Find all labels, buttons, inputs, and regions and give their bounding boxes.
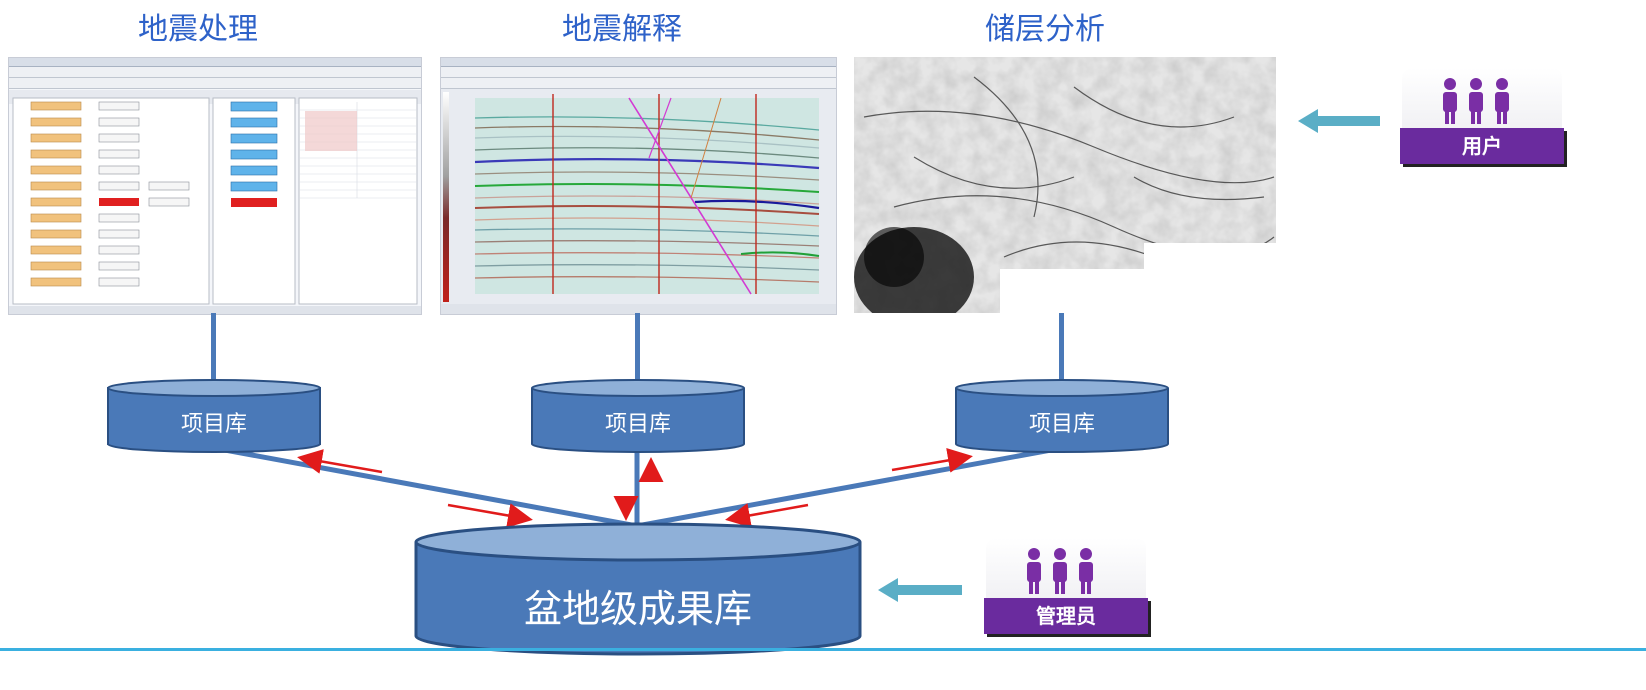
processing-screenshot (8, 57, 422, 315)
people-icon (1027, 548, 1093, 594)
connector-interpretation (635, 313, 640, 389)
connector-reservoir (1059, 313, 1064, 389)
basin-db-label: 盆地级成果库 (523, 587, 752, 631)
sync-arrows (297, 448, 973, 528)
project-db-processing: 项目库 (106, 378, 322, 454)
connector-processing (211, 313, 216, 389)
interpretation-screenshot (440, 57, 837, 315)
basin-results-db: 盆地级成果库 (412, 522, 864, 658)
project-db-label: 项目库 (604, 412, 671, 437)
project-db-interpretation: 项目库 (530, 378, 746, 454)
people-icon (1443, 78, 1509, 124)
admin-role-label: 管理员 (984, 598, 1148, 634)
user-people-icon (1440, 76, 1512, 128)
bottom-rule (0, 648, 1646, 651)
title-seismic-processing: 地震处理 (138, 12, 258, 47)
title-reservoir-analysis: 储层分析 (985, 12, 1105, 47)
project-db-label: 项目库 (1028, 412, 1095, 437)
project-db-reservoir: 项目库 (954, 378, 1170, 454)
title-seismic-interpretation: 地震解释 (562, 12, 682, 47)
admin-people-icon (1024, 546, 1096, 598)
reservoir-map-screenshot (854, 57, 1276, 313)
user-role-label: 用户 (1400, 128, 1564, 164)
project-db-label: 项目库 (180, 412, 247, 437)
